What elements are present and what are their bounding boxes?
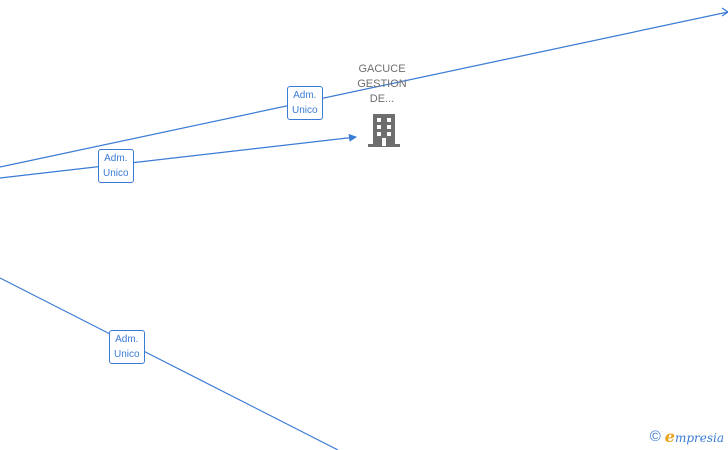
edge-label-line: Unico (103, 168, 129, 179)
edge-arrow-tip (721, 7, 728, 17)
edge-label-line: Unico (292, 105, 318, 116)
edge-line-2 (0, 133, 357, 179)
copyright-brand: © empresia (650, 427, 724, 446)
node-label-line: DE... (369, 93, 395, 105)
node-label-line: GESTION (357, 78, 407, 90)
edge-label-line: Unico (114, 349, 140, 360)
node-label-gacuce[interactable]: GACUCE GESTION DE... (342, 62, 422, 107)
edge-label-line: Adm. (104, 153, 128, 164)
edge-label-line: Adm. (115, 334, 139, 345)
copyright-icon: © (649, 428, 661, 445)
brand-logo: empresia (664, 427, 724, 446)
edge-label-adm-unico-2: Adm. Unico (98, 149, 134, 183)
edge-label-line: Adm. (293, 90, 317, 101)
edge-label-adm-unico-1: Adm. Unico (287, 86, 323, 120)
node-label-line: GACUCE (358, 63, 406, 75)
edge-label-adm-unico-3: Adm. Unico (109, 330, 145, 364)
edge-line-1 (0, 11, 728, 168)
edge-line-3 (0, 277, 339, 450)
building-icon[interactable] (368, 112, 400, 148)
